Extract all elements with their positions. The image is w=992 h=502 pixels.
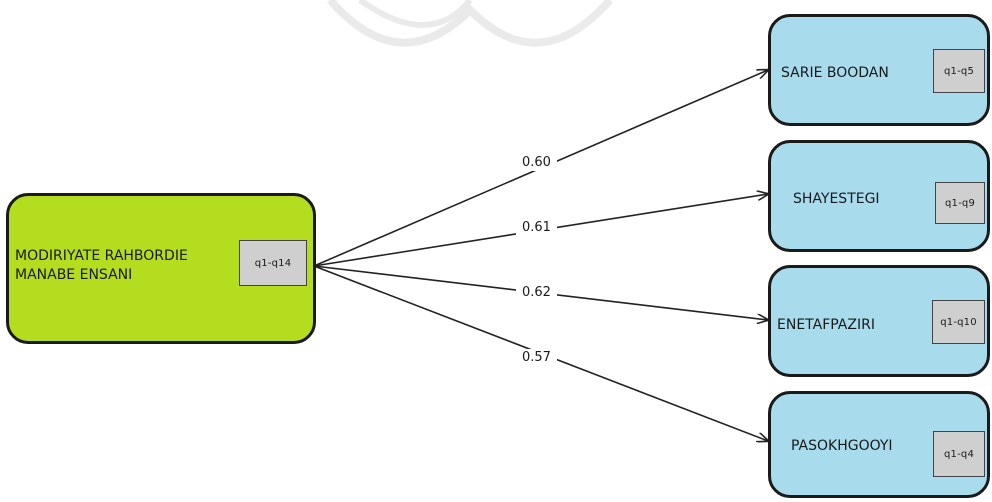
edge-weight-enetafpaziri: 0.62 [516,284,557,301]
target-node-pasokhgooyi[interactable]: PASOKHGOOYI q1-q4 [768,391,990,498]
target-node-shayestegi[interactable]: SHAYESTEGI q1-q9 [768,140,990,252]
source-node-label: MODIRIYATE RAHBORDIE MANABE ENSANI [15,248,188,283]
source-node-badge: q1-q14 [239,240,307,286]
target-node-enetafpaziri[interactable]: ENETAFPAZIRI q1-q10 [768,265,990,377]
target-node-label: SHAYESTEGI [793,191,880,207]
edge-weight-sarie-boodan: 0.60 [516,154,557,171]
target-node-label: ENETAFPAZIRI [777,317,875,333]
edge-weight-shayestegi: 0.61 [516,219,557,236]
source-node[interactable]: MODIRIYATE RAHBORDIE MANABE ENSANI q1-q1… [6,193,316,344]
target-node-label: PASOKHGOOYI [791,438,893,454]
watermark-logo [326,0,614,47]
target-node-sarie-boodan[interactable]: SARIE BOODAN q1-q5 [768,14,990,126]
target-node-label: SARIE BOODAN [781,65,889,81]
target-node-badge: q1-q4 [933,431,985,477]
target-node-badge: q1-q5 [933,49,985,93]
target-node-badge: q1-q9 [935,182,985,224]
edge-weight-pasokhgooyi: 0.57 [516,349,557,366]
target-node-badge: q1-q10 [932,300,985,344]
